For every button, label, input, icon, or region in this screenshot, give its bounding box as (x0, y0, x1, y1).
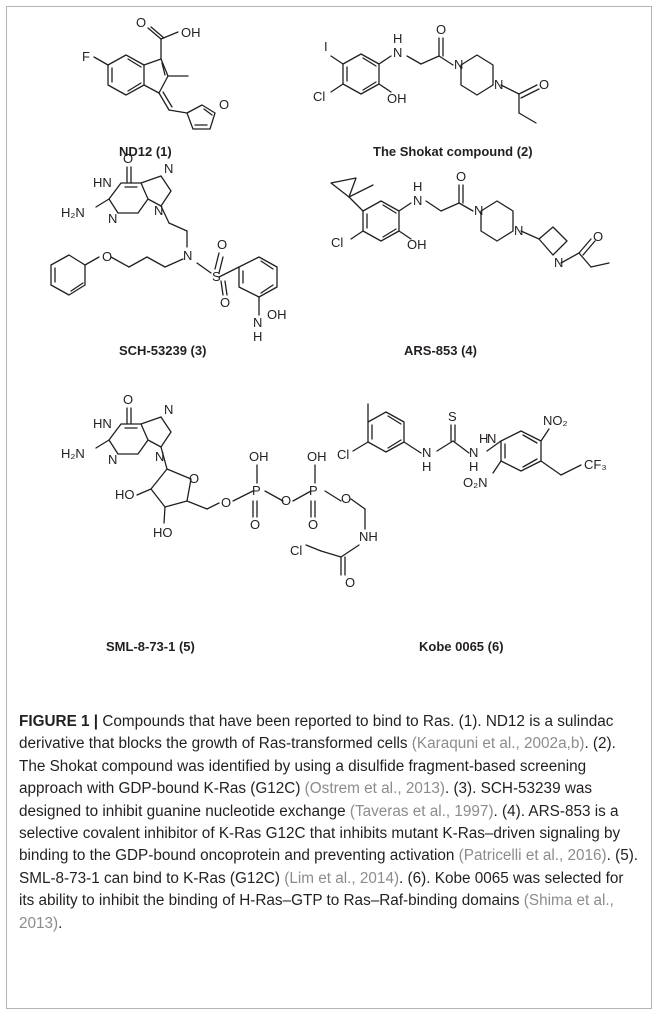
atom-label: N (487, 431, 496, 446)
atom-label: N (454, 57, 463, 72)
atom-label: O (123, 392, 133, 407)
atom-label: O (436, 22, 446, 37)
atom-label: Cl (337, 447, 349, 462)
atom-label: H (479, 431, 488, 446)
atom-label: O (539, 77, 549, 92)
citation-link[interactable]: (Shima et al., 2013) (19, 892, 614, 932)
atom-label: S (212, 269, 221, 284)
caption-seg-8: . (5). SML-8-73-1 can bind to K-Ras (G12… (19, 847, 639, 887)
atom-label: H (393, 31, 402, 46)
atom-label: O (123, 151, 133, 166)
atom-label: N (155, 449, 164, 464)
atom-label: O (220, 295, 230, 310)
atom-label: N (253, 315, 262, 330)
compound-name-ars853: ARS-853 (4) (404, 343, 477, 358)
atom-label: N (474, 203, 483, 218)
compound-name-sml8731: SML-8-73-1 (5) (106, 639, 195, 654)
atom-label: H (422, 459, 431, 474)
atom-label: O (308, 517, 318, 532)
citation-link[interactable]: (Taveras et al., 1997) (349, 802, 494, 820)
atom-label: N (108, 452, 117, 467)
caption-seg-4: . (3). SCH-53239 was designed to inhibit… (19, 780, 593, 820)
atom-label: H₂N (61, 205, 85, 220)
atom-label: N (164, 402, 173, 417)
structure-ars853 (330, 177, 610, 268)
atom-label: HN (93, 416, 112, 431)
atom-label: Cl (290, 543, 302, 558)
atom-label: N (554, 255, 563, 270)
atom-label: I (324, 39, 328, 54)
atom-label: O (341, 491, 351, 506)
atom-label: Cl (331, 235, 343, 250)
citation-link[interactable]: (Ostrem et al., 2013) (304, 780, 445, 798)
atom-label: O (136, 15, 146, 30)
compound-name-nd12: ND12 (1) (119, 144, 172, 159)
structure-nd12 (93, 26, 216, 130)
atom-label: N (494, 77, 503, 92)
atom-label: O (102, 249, 112, 264)
atom-label: OH (307, 449, 327, 464)
atom-label: N (514, 223, 523, 238)
atom-label: H₂N (61, 446, 85, 461)
atom-label: OH (387, 91, 407, 106)
citation-link[interactable]: (Lim et al., 2014) (284, 869, 400, 887)
caption-seg-0: Compounds that have been reported to bin… (19, 713, 614, 753)
compound-name-sch53239: SCH-53239 (3) (119, 343, 206, 358)
atom-label: O (217, 237, 227, 252)
citation-link[interactable]: (Patricelli et al., 2016) (458, 847, 607, 865)
atom-label: N (413, 193, 422, 208)
citation-link[interactable]: (Karaquni et al., 2002a,b) (411, 735, 585, 753)
atom-label: HN (93, 175, 112, 190)
structure-sch53239 (50, 166, 278, 316)
atom-label: OH (407, 237, 427, 252)
atom-label: P (309, 483, 318, 498)
atom-label: O (345, 575, 355, 590)
atom-label: H (469, 459, 478, 474)
figure-caption: FIGURE 1 | Compounds that have been repo… (19, 711, 643, 935)
atom-label: Cl (313, 89, 325, 104)
atom-label: N (164, 161, 173, 176)
atom-label: O (189, 471, 199, 486)
atom-label: O (250, 517, 260, 532)
compound-name-kobe0065: Kobe 0065 (6) (419, 639, 504, 654)
atom-label: O (219, 97, 229, 112)
atom-label: O (456, 169, 466, 184)
atom-label: H (413, 179, 422, 194)
atom-label: N (422, 445, 431, 460)
structure-sml8731 (95, 407, 366, 576)
atom-label: HO (153, 525, 173, 540)
atom-label: H (253, 329, 262, 344)
caption-seg-10: . (6). Kobe 0065 was selected for its ab… (19, 869, 624, 910)
atom-label: N (469, 445, 478, 460)
compound-name-shokat: The Shokat compound (2) (373, 144, 533, 159)
atom-label: NO₂ (543, 413, 568, 428)
atom-label: N (183, 248, 192, 263)
atom-label: O₂N (463, 475, 488, 490)
atom-label: N (393, 45, 402, 60)
figure-label: FIGURE 1 | (19, 713, 99, 730)
atom-label: S (448, 409, 457, 424)
caption-seg-2: . (2). The Shokat compound was identifie… (19, 735, 616, 798)
figure-panel: O OH F O I Cl OH N H O N N O O HN N H₂N … (6, 6, 652, 1009)
structure-kobe0065 (352, 403, 582, 476)
atom-label: N (154, 203, 163, 218)
atom-label: CF₃ (584, 457, 607, 472)
atom-label: OH (249, 449, 269, 464)
atom-label: O (221, 495, 231, 510)
caption-seg-12: . (58, 914, 63, 932)
atom-label: F (82, 49, 90, 64)
atom-label: HO (115, 487, 135, 502)
caption-seg-6: . (4). ARS-853 is a selective covalent i… (19, 802, 621, 865)
atom-label: NH (359, 529, 378, 544)
atom-label: P (252, 483, 261, 498)
atom-label: O (593, 229, 603, 244)
atom-label: OH (181, 25, 201, 40)
atom-label: O (281, 493, 291, 508)
chemical-structures: O OH F O I Cl OH N H O N N O O HN N H₂N … (50, 15, 610, 654)
structure-shokat (330, 37, 540, 124)
atom-label: N (108, 211, 117, 226)
atom-label: OH (267, 307, 287, 322)
